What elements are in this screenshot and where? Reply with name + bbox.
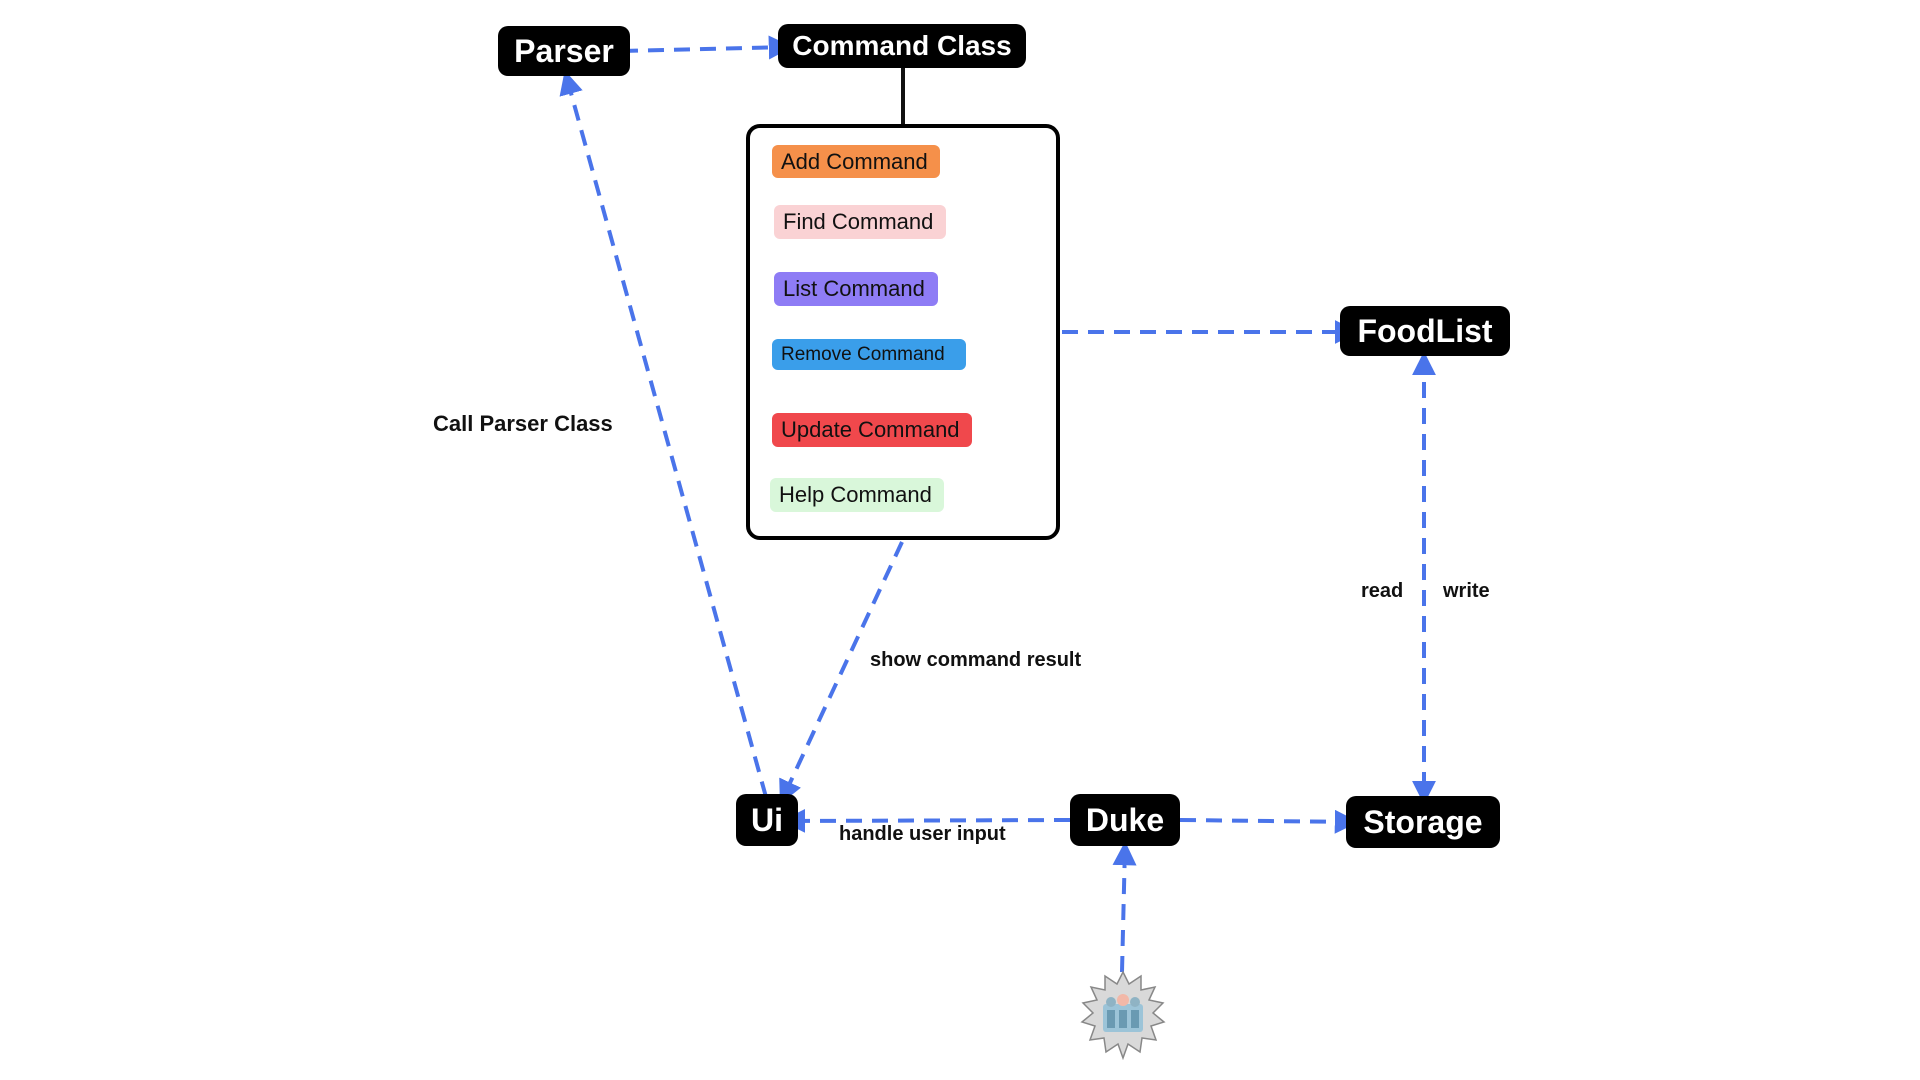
parser-node: Parser — [498, 26, 630, 76]
update-command-label: Update Command — [781, 417, 960, 442]
remove-command-box: Remove Command — [772, 339, 966, 370]
list-command-label: List Command — [783, 276, 925, 301]
help-command-box: Help Command — [770, 478, 944, 512]
user-group-icon — [1080, 970, 1166, 1060]
duke-node: Duke — [1070, 794, 1180, 846]
command-class-node: Command Class — [778, 24, 1026, 68]
help-command-label: Help Command — [779, 482, 932, 507]
find-command-label: Find Command — [783, 209, 934, 234]
list-command-box: List Command — [774, 272, 938, 306]
arrow-duke-to-ui — [781, 808, 1071, 833]
find-command-box: Find Command — [774, 205, 946, 239]
add-command-box: Add Command — [772, 145, 940, 178]
arrow-duke-to-storage — [1179, 809, 1359, 834]
arrow-parser-to-command-class — [621, 35, 793, 60]
handle-input-label: handle user input — [839, 823, 1006, 845]
remove-command-label: Remove Command — [781, 343, 945, 365]
foodlist-node: FoodList — [1340, 306, 1510, 356]
arrow-user-to-duke — [1112, 841, 1137, 973]
read-label: read — [1361, 580, 1404, 602]
call-parser-label: Call Parser Class — [433, 411, 613, 436]
arrow-ui-to-parser — [559, 70, 768, 798]
show-result-label: show command result — [870, 649, 1082, 671]
arrow-container-to-ui — [779, 541, 904, 805]
ui-node: Ui — [736, 794, 798, 846]
storage-node: Storage — [1346, 796, 1500, 848]
add-command-label: Add Command — [781, 148, 928, 174]
update-command-box: Update Command — [772, 413, 972, 447]
command-container — [746, 124, 1060, 540]
write-label: write — [1443, 580, 1490, 602]
